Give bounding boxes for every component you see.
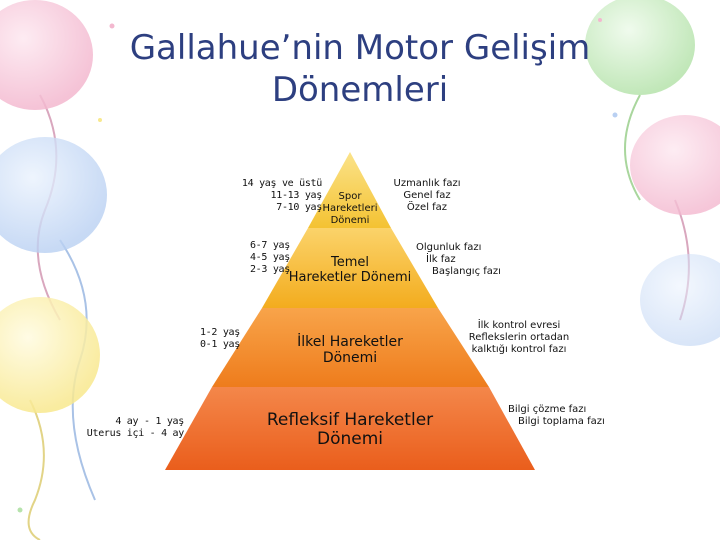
age-label: 1-2 yaş	[199, 327, 240, 338]
age-label: 4-5 yaş	[249, 252, 290, 263]
phase-label: Uzmanlık fazı	[393, 178, 461, 189]
pyramid-tier-1	[308, 152, 391, 228]
stage-line: Hareketleri	[322, 203, 378, 214]
tier4-phases: Bilgi çözme fazı Bilgi toplama fazı	[508, 404, 628, 428]
slide-title-line2: Dönemleri	[271, 70, 449, 110]
tier3-phases: İlk kontrol evresi Reflekslerin ortadan …	[452, 320, 586, 356]
stage-line: Hareketler Dönemi	[288, 270, 412, 285]
age-label: 11-13 yaş	[270, 190, 323, 201]
stage-line: Dönemi	[316, 429, 383, 449]
phase-label: Başlangıç fazı	[432, 266, 501, 277]
age-label: 4 ay - 1 yaş	[115, 416, 184, 427]
phase-label: Bilgi çözme fazı	[508, 404, 587, 415]
phase-label: Olgunluk fazı	[416, 242, 482, 253]
tier1-ages: 14 yaş ve üstü 11-13 yaş 7-10 yaş	[222, 178, 322, 214]
phase-label: İlk kontrol evresi	[477, 320, 561, 331]
age-label: 2-3 yaş	[249, 264, 290, 275]
slide-title-line1: Gallahue’nin Motor Gelişim	[129, 28, 591, 68]
tier3-ages: 1-2 yaş 0-1 yaş	[150, 327, 240, 351]
tier3-stage-label: İlkel Hareketler Dönemi	[270, 334, 430, 366]
tier2-ages: 6-7 yaş 4-5 yaş 2-3 yaş	[200, 240, 290, 276]
phase-label: İlk faz	[426, 254, 456, 265]
pyramid-tier-2	[262, 228, 438, 308]
pyramid-tier-4	[165, 387, 535, 470]
age-label: 14 yaş ve üstü	[241, 178, 322, 189]
tier1-stage-label: Spor Hareketleri Dönemi	[300, 191, 400, 227]
stage-line: Spor	[338, 191, 362, 202]
age-label: 0-1 yaş	[199, 339, 240, 350]
tier2-stage-label: Temel Hareketler Dönemi	[270, 255, 430, 285]
tier2-phases: Olgunluk fazı İlk faz Başlangıç fazı	[410, 242, 520, 278]
age-label: 7-10 yaş	[276, 202, 322, 213]
phase-label: Genel faz	[403, 190, 451, 201]
phase-label: kalktığı kontrol fazı	[471, 344, 567, 355]
age-label: 6-7 yaş	[249, 240, 290, 251]
phase-label: Reflekslerin ortadan	[468, 332, 570, 343]
pyramid-tier-3	[212, 308, 489, 387]
stage-line: Refleksif Hareketler	[266, 410, 434, 430]
stage-line: İlkel Hareketler	[297, 334, 403, 350]
phase-label: Özel faz	[406, 202, 448, 213]
tier4-stage-label: Refleksif Hareketler Dönemi	[220, 411, 480, 449]
tier4-ages: 4 ay - 1 yaş Uterus içi - 4 ay	[70, 416, 185, 440]
age-label: Uterus içi - 4 ay	[86, 428, 185, 439]
phase-label: Bilgi toplama fazı	[518, 416, 605, 427]
stage-line: Temel	[330, 255, 369, 270]
tier1-phases: Uzmanlık fazı Genel faz Özel faz	[382, 178, 472, 214]
stage-line: Dönemi	[330, 215, 370, 226]
stage-line: Dönemi	[322, 350, 378, 366]
